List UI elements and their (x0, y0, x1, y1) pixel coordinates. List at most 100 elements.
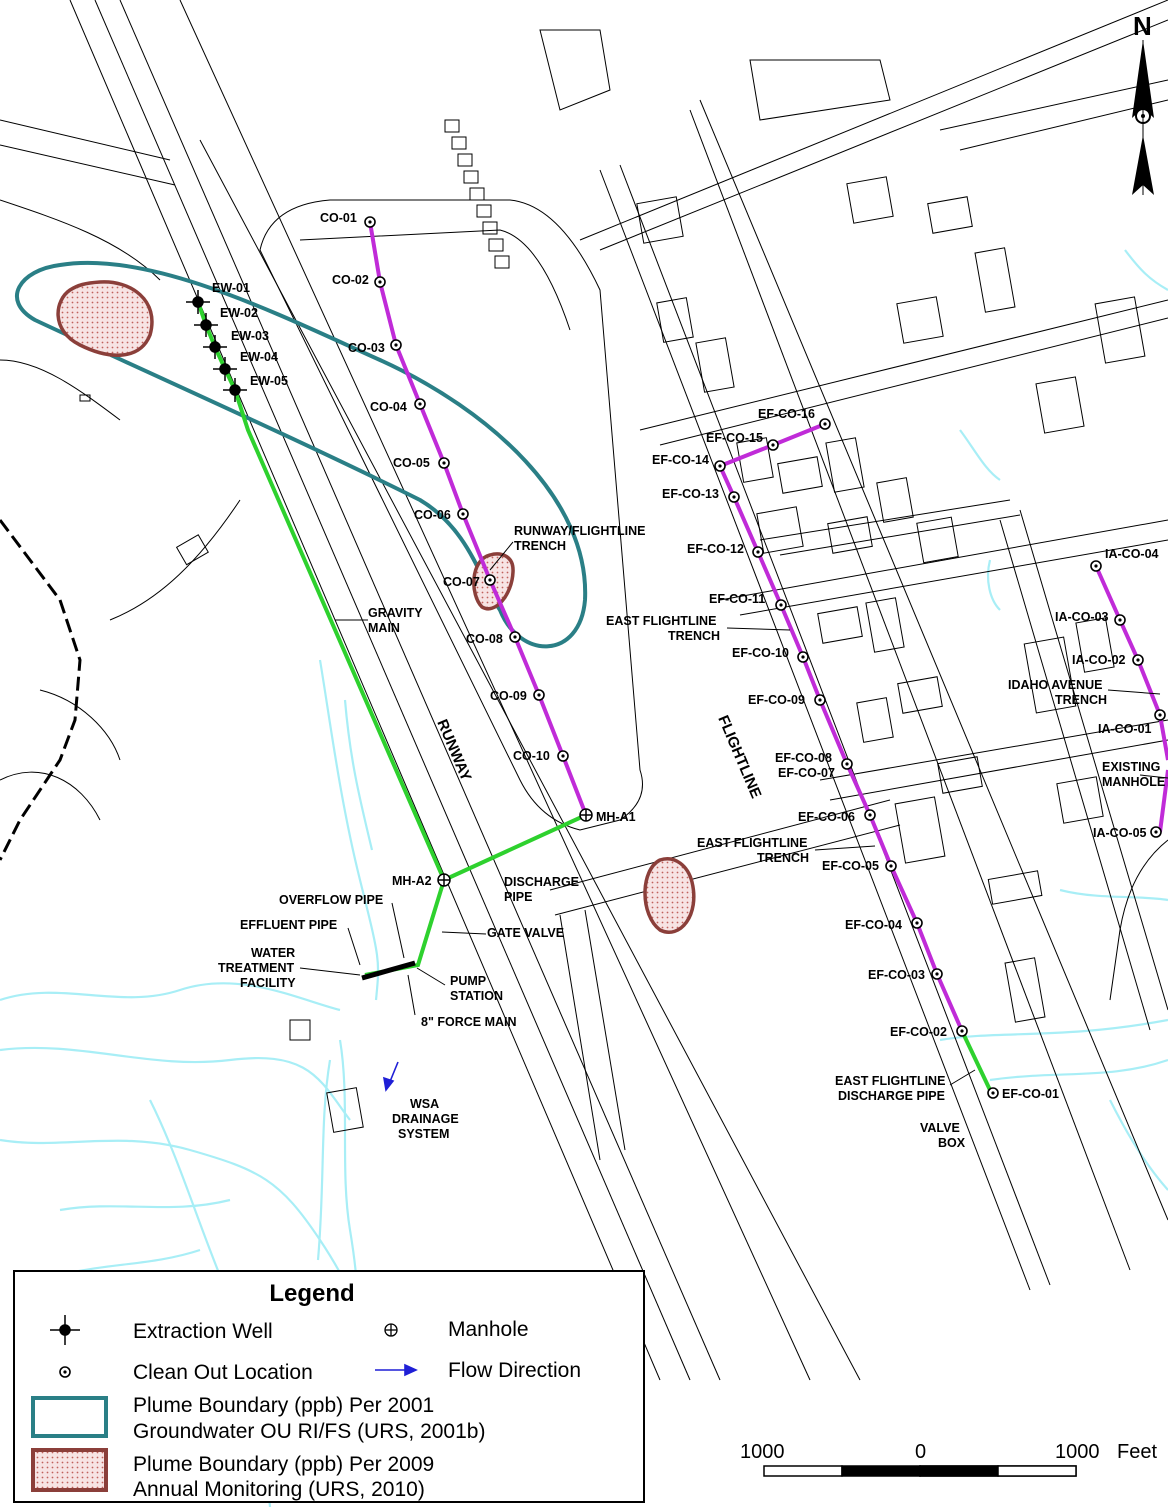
label-effluent-pipe: EFFLUENT PIPE (240, 918, 337, 932)
label-ef-co-10: EF-CO-10 (732, 646, 789, 660)
label-ia-co-04: IA-CO-04 (1105, 547, 1159, 561)
manholes (437, 808, 593, 887)
legend-flow-direction: Flow Direction (448, 1359, 581, 1382)
label-runway-trench-1: RUNWAY/FLIGHTLINE (514, 524, 645, 538)
well-ew-05[interactable] (223, 378, 247, 402)
legend-title: Legend (269, 1280, 354, 1307)
legend-plume-2001-swatch (31, 1396, 108, 1438)
label-east-trench-2: TRENCH (668, 629, 720, 643)
legend-manhole: Manhole (448, 1318, 529, 1341)
label-valve-2: BOX (938, 1136, 966, 1150)
label-ef-co-14: EF-CO-14 (652, 453, 709, 467)
legend-extraction-well: Extraction Well (133, 1320, 273, 1343)
label-wtf-2: TREATMENT (218, 961, 295, 975)
north-label: N (1133, 11, 1152, 41)
legend: Legend Extraction Well Manhole Clean Out… (13, 1270, 645, 1503)
legend-extraction-well-symbol (50, 1315, 80, 1345)
label-ef-co-09: EF-CO-09 (748, 693, 805, 707)
label-ew-04: EW-04 (240, 350, 278, 364)
label-ef-co-04: EF-CO-04 (845, 918, 902, 932)
label-ef-co-12: EF-CO-12 (687, 542, 744, 556)
label-co-02: CO-02 (332, 273, 369, 287)
label-ef-co-06: EF-CO-06 (798, 810, 855, 824)
label-co-03: CO-03 (348, 341, 385, 355)
label-ew-01: EW-01 (212, 281, 250, 295)
scale-bar: 1000 0 1000 Feet (740, 1441, 1157, 1477)
well-ew-02[interactable] (194, 313, 218, 337)
label-ia-co-05: IA-CO-05 (1093, 826, 1147, 840)
legend-plume-2001-line1: Plume Boundary (ppb) Per 2001 (133, 1394, 434, 1417)
hangar-row (444, 119, 510, 269)
plume-2009-south (643, 857, 696, 934)
label-ef-co-13: EF-CO-13 (662, 487, 719, 501)
railroad (0, 519, 82, 861)
label-pump-2: STATION (450, 989, 503, 1003)
label-east-trench-b2: TRENCH (757, 851, 809, 865)
legend-plume-2009-line1: Plume Boundary (ppb) Per 2009 (133, 1453, 434, 1476)
water-treatment-facility-pipe (361, 960, 416, 981)
legend-clean-out: Clean Out Location (133, 1361, 313, 1384)
clean-out-centers (368, 220, 1162, 1095)
scale-unit: Feet (1117, 1441, 1157, 1463)
label-overflow-pipe: OVERFLOW PIPE (279, 893, 383, 907)
well-ew-01[interactable] (186, 290, 210, 314)
label-ef-co-11: EF-CO-11 (709, 592, 765, 606)
clean-out-markers (364, 216, 1166, 1099)
label-wtf-1: WATER (251, 946, 295, 960)
manhole-mh-a2[interactable] (437, 873, 451, 887)
legend-flow-arrow-symbol (375, 1363, 418, 1377)
label-gate-valve: GATE VALVE (487, 926, 564, 940)
label-existing-1: EXISTING (1102, 760, 1160, 774)
label-co-01: CO-01 (320, 211, 357, 225)
label-runway-trench-2: TRENCH (514, 539, 566, 553)
label-co-05: CO-05 (393, 456, 430, 470)
label-wtf-3: FACILITY (240, 976, 296, 990)
label-ef-co-01: EF-CO-01 (1002, 1087, 1059, 1101)
label-efd-2: DISCHARGE PIPE (838, 1089, 945, 1103)
legend-plume-2009-line2: Annual Monitoring (URS, 2010) (133, 1478, 425, 1501)
label-ef-co-05: EF-CO-05 (822, 859, 879, 873)
manhole-mh-a1[interactable] (579, 808, 593, 822)
label-discharge-2: PIPE (504, 890, 533, 904)
label-co-09: CO-09 (490, 689, 527, 703)
north-arrow: N (1132, 11, 1154, 195)
label-ef-co-02: EF-CO-02 (890, 1025, 947, 1039)
label-co-06: CO-06 (414, 508, 451, 522)
label-wsa-3: SYSTEM (398, 1127, 449, 1141)
label-east-trench-1: EAST FLIGHTLINE (606, 614, 716, 628)
base-map-linework (0, 0, 1168, 1381)
label-idaho-2: TRENCH (1055, 693, 1107, 707)
label-co-04: CO-04 (370, 400, 407, 414)
label-ef-co-03: EF-CO-03 (868, 968, 925, 982)
label-pump-1: PUMP (450, 974, 486, 988)
well-ew-03[interactable] (203, 335, 227, 359)
label-mh-a2: MH-A2 (392, 874, 432, 888)
label-efd-1: EAST FLIGHTLINE (835, 1074, 945, 1088)
magenta-trenches (368, 221, 1168, 1032)
extraction-wells (186, 290, 247, 402)
label-wsa-1: WSA (410, 1097, 439, 1111)
flow-direction-arrow (382, 1061, 399, 1092)
label-ia-co-02: IA-CO-02 (1072, 653, 1126, 667)
label-ef-co-07: EF-CO-07 (778, 766, 835, 780)
label-ia-co-03: IA-CO-03 (1055, 610, 1109, 624)
label-existing-2: MANHOLE (1102, 775, 1165, 789)
label-discharge-1: DISCHARGE (504, 875, 579, 889)
label-force-main: 8" FORCE MAIN (421, 1015, 517, 1029)
legend-manhole-symbol (384, 1323, 398, 1337)
label-mh-a1: MH-A1 (596, 810, 636, 824)
legend-clean-out-symbol (59, 1366, 71, 1378)
label-valve-1: VALVE (920, 1121, 960, 1135)
legend-plume-2009-swatch (31, 1448, 108, 1492)
scale-label-mid: 0 (915, 1441, 926, 1463)
label-idaho-1: IDAHO AVENUE (1008, 678, 1102, 692)
label-gravity-1: GRAVITY (368, 606, 423, 620)
label-ew-02: EW-02 (220, 306, 258, 320)
well-ew-04[interactable] (213, 357, 237, 381)
label-co-10: CO-10 (513, 749, 550, 763)
label-ef-co-08: EF-CO-08 (775, 751, 832, 765)
label-co-07: CO-07 (443, 575, 480, 589)
leader-lines (299, 541, 1168, 1086)
label-east-trench-b1: EAST FLIGHTLINE (697, 836, 807, 850)
